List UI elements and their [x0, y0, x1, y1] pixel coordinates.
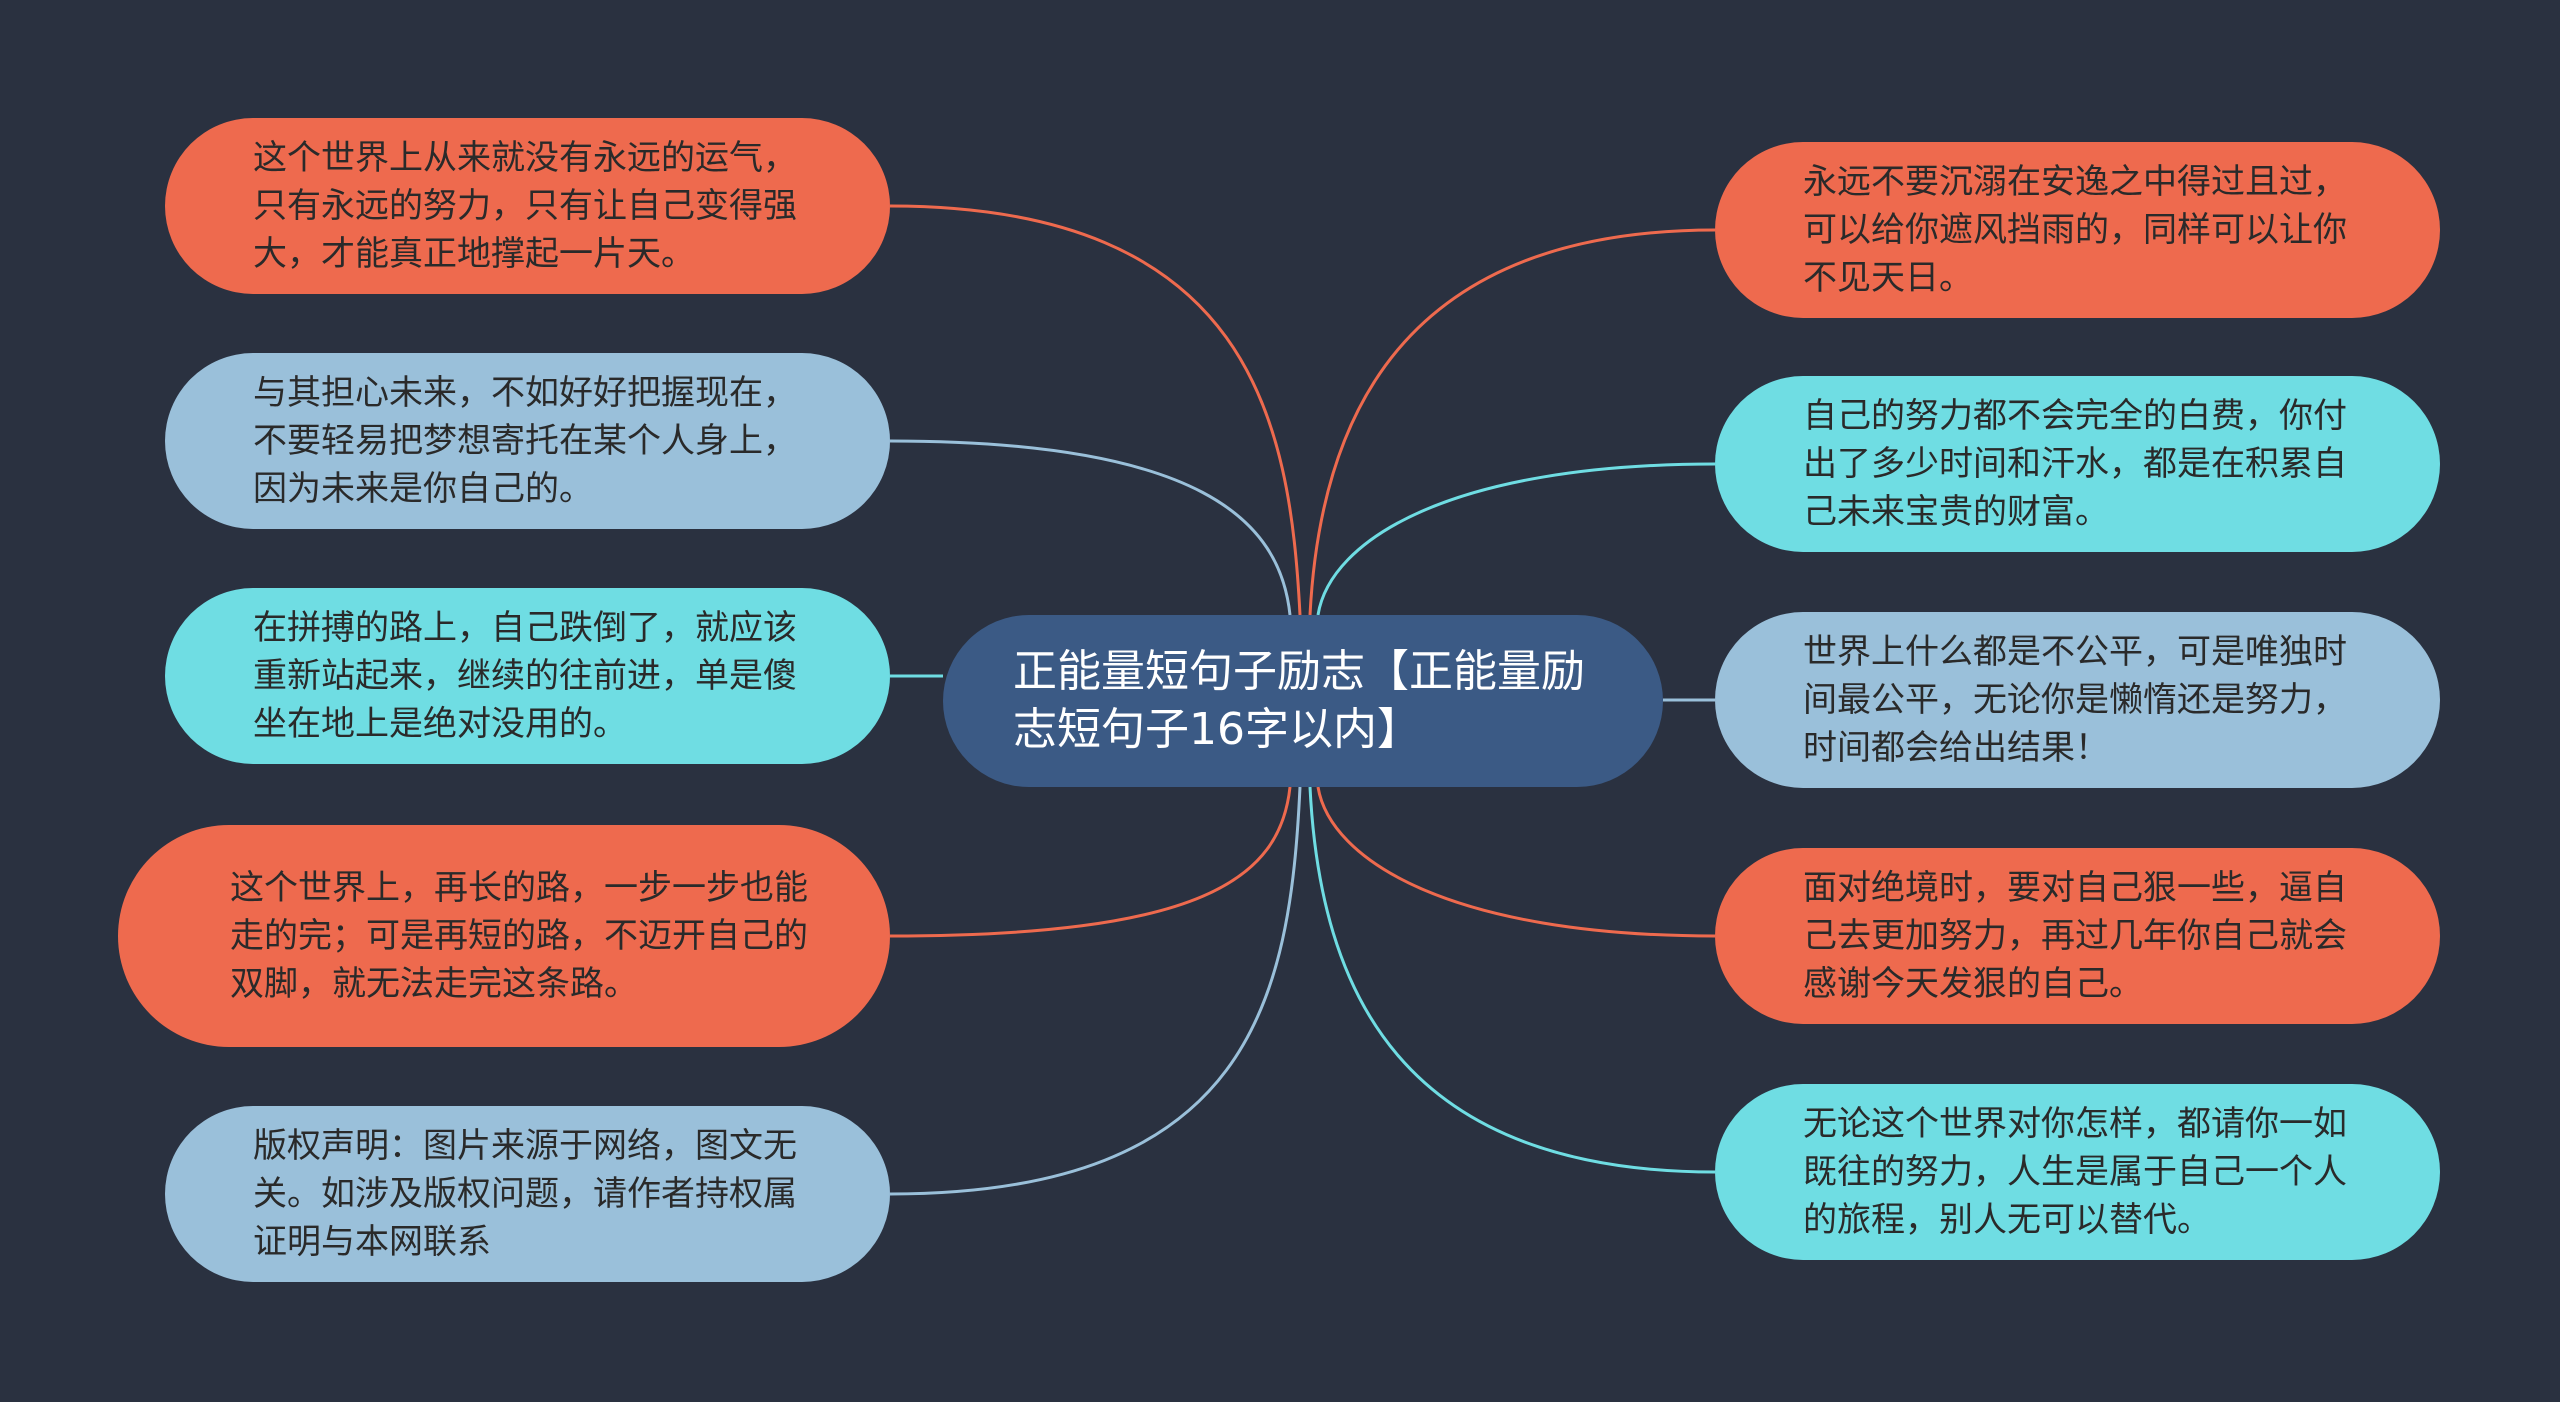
connector-r1 [1308, 228, 1716, 616]
center-topic-label: 正能量短句子励志【正能量励志短句子16字以内】 [1013, 646, 1585, 755]
connector-l5 [889, 786, 1302, 1196]
center-topic[interactable]: 正能量短句子励志【正能量励志短句子16字以内】 [943, 615, 1663, 787]
connector-r5 [1308, 786, 1716, 1174]
connector-l4 [889, 786, 1292, 938]
connector-r4 [1316, 786, 1716, 938]
branch-node-right-3[interactable]: 世界上什么都是不公平，可是唯独时间最公平，无论你是懒惰还是努力，时间都会给出结果… [1715, 612, 2440, 788]
branch-node-left-3[interactable]: 在拼搏的路上，自己跌倒了，就应该重新站起来，继续的往前进，单是傻坐在地上是绝对没… [165, 588, 890, 764]
branch-node-left-4[interactable]: 这个世界上，再长的路，一步一步也能走的完；可是再短的路，不迈开自己的双脚，就无法… [118, 825, 890, 1047]
branch-node-label: 世界上什么都是不公平，可是唯独时间最公平，无论你是懒惰还是努力，时间都会给出结果… [1803, 632, 2347, 768]
branch-node-right-5[interactable]: 无论这个世界对你怎样，都请你一如既往的努力，人生是属于自己一个人的旅程，别人无可… [1715, 1084, 2440, 1260]
branch-node-right-4[interactable]: 面对绝境时，要对自己狠一些，逼自己去更加努力，再过几年你自己就会感谢今天发狠的自… [1715, 848, 2440, 1024]
branch-node-label: 永远不要沉溺在安逸之中得过且过，可以给你遮风挡雨的，同样可以让你不见天日。 [1803, 162, 2347, 298]
branch-node-label: 面对绝境时，要对自己狠一些，逼自己去更加努力，再过几年你自己就会感谢今天发狠的自… [1803, 868, 2347, 1004]
branch-node-label: 自己的努力都不会完全的白费，你付出了多少时间和汗水，都是在积累自己未来宝贵的财富… [1803, 396, 2347, 532]
connector-l2 [889, 439, 1292, 616]
connector-l1 [889, 204, 1302, 616]
branch-node-label: 这个世界上从来就没有永远的运气，只有永远的努力，只有让自己变得强大，才能真正地撑… [253, 138, 797, 274]
branch-node-label: 与其担心未来，不如好好把握现在，不要轻易把梦想寄托在某个人身上，因为未来是你自己… [253, 373, 797, 509]
branch-node-left-2[interactable]: 与其担心未来，不如好好把握现在，不要轻易把梦想寄托在某个人身上，因为未来是你自己… [165, 353, 890, 529]
branch-node-left-1[interactable]: 这个世界上从来就没有永远的运气，只有永远的努力，只有让自己变得强大，才能真正地撑… [165, 118, 890, 294]
branch-node-right-2[interactable]: 自己的努力都不会完全的白费，你付出了多少时间和汗水，都是在积累自己未来宝贵的财富… [1715, 376, 2440, 552]
branch-node-label: 在拼搏的路上，自己跌倒了，就应该重新站起来，继续的往前进，单是傻坐在地上是绝对没… [253, 608, 797, 744]
branch-node-label: 这个世界上，再长的路，一步一步也能走的完；可是再短的路，不迈开自己的双脚，就无法… [230, 868, 808, 1004]
branch-node-label: 版权声明：图片来源于网络，图文无关。如涉及版权问题，请作者持权属证明与本网联系 [253, 1126, 797, 1262]
branch-node-left-5[interactable]: 版权声明：图片来源于网络，图文无关。如涉及版权问题，请作者持权属证明与本网联系 [165, 1106, 890, 1282]
branch-node-label: 无论这个世界对你怎样，都请你一如既往的努力，人生是属于自己一个人的旅程，别人无可… [1803, 1104, 2347, 1240]
connector-r2 [1316, 462, 1716, 616]
branch-node-right-1[interactable]: 永远不要沉溺在安逸之中得过且过，可以给你遮风挡雨的，同样可以让你不见天日。 [1715, 142, 2440, 318]
